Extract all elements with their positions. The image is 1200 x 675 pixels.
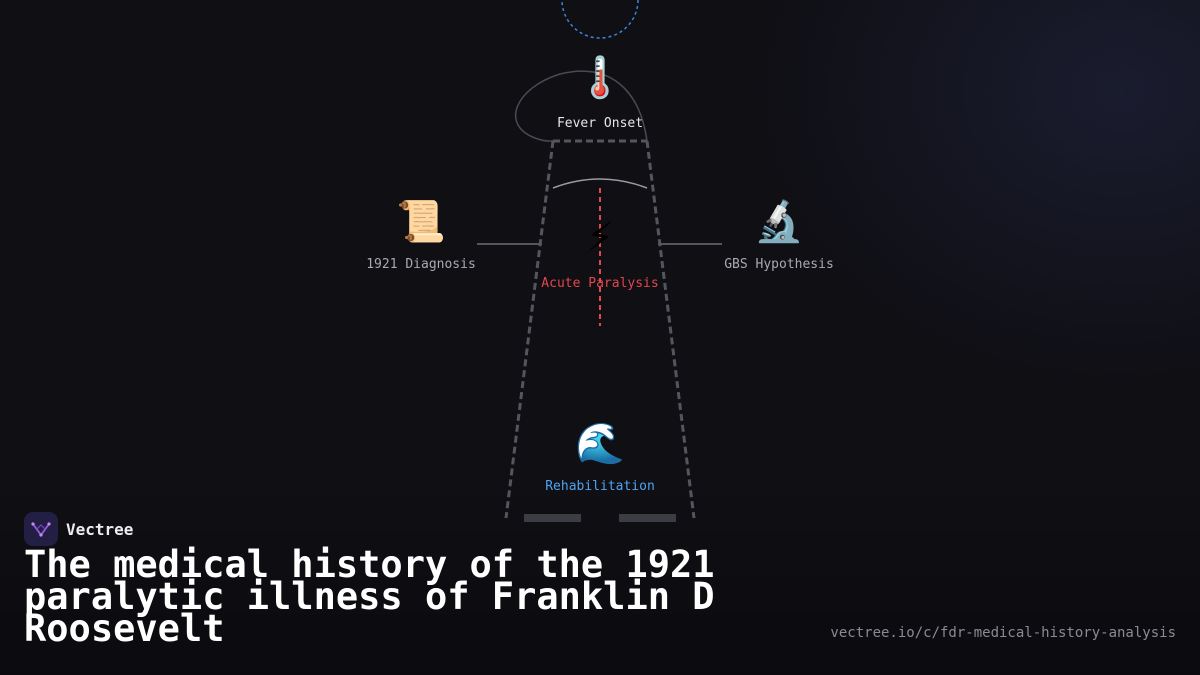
top-dashed-circle — [561, 0, 639, 39]
body-left-side — [504, 140, 555, 519]
page-title: The medical history of the 1921 paralyti… — [24, 543, 715, 650]
node-label-fever-onset: Fever Onset — [556, 116, 644, 131]
node-label-acute-paralysis: Acute Paralysis — [541, 276, 659, 291]
vectree-logo-icon — [24, 512, 58, 546]
left-foot — [524, 514, 581, 522]
scroll-icon: 📜 — [396, 199, 446, 245]
right-foot — [619, 514, 676, 522]
body-right-side — [645, 140, 696, 519]
node-label-rehabilitation: Rehabilitation — [545, 479, 655, 494]
node-label-1921-diagnosis: 1921 Diagnosis — [366, 257, 476, 272]
shoulder-arc — [552, 178, 648, 189]
brand[interactable]: Vectree — [24, 512, 133, 546]
head-outline — [515, 70, 648, 142]
source-url[interactable]: vectree.io/c/fdr-medical-history-analysi… — [830, 625, 1176, 641]
node-label-gbs-hypothesis: GBS Hypothesis — [724, 257, 834, 272]
microscope-icon: 🔬 — [754, 199, 804, 245]
lightning-icon: ⚡ — [585, 215, 615, 261]
brand-name: Vectree — [66, 519, 134, 539]
thermometer-icon: 🌡️ — [575, 55, 625, 101]
wave-icon: 🌊 — [575, 421, 625, 467]
